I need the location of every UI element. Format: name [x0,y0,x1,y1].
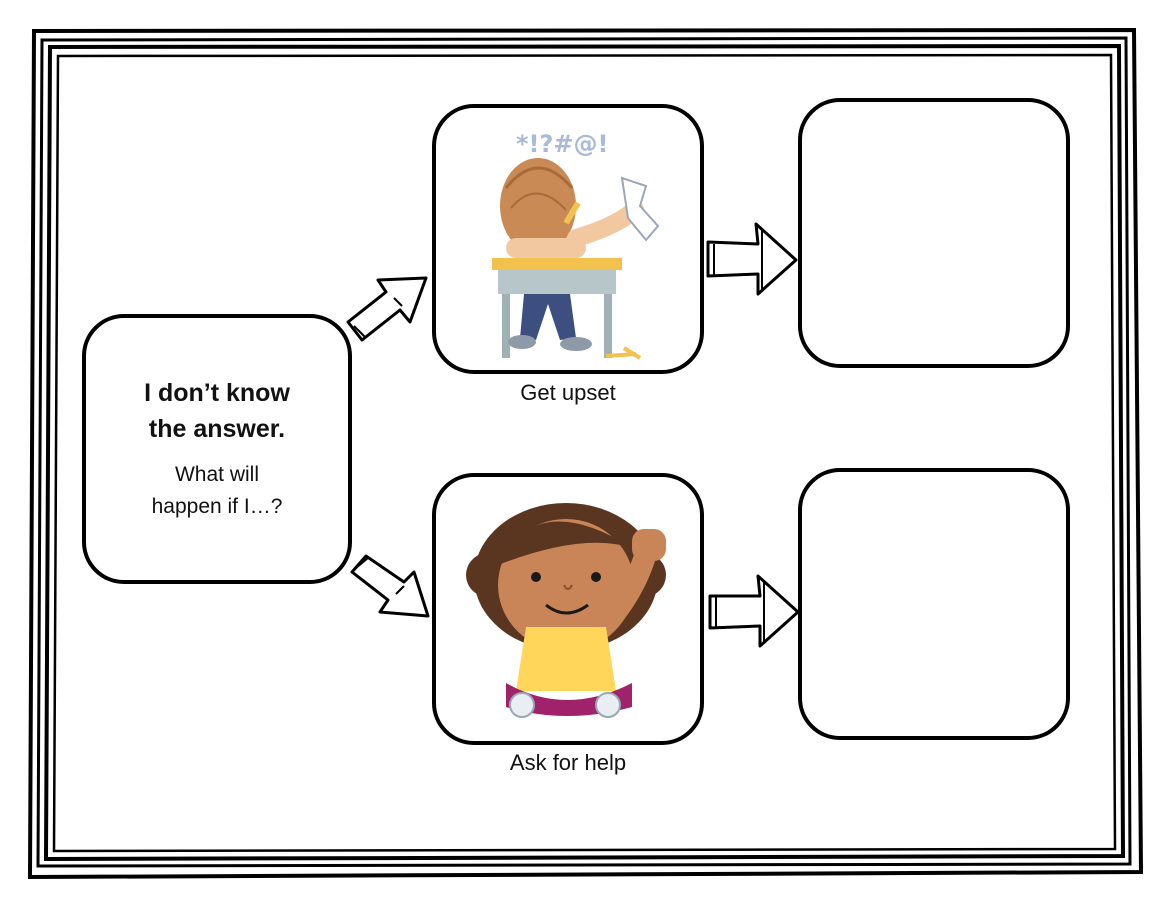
option-box-ask-for-help [432,473,704,745]
arrow-down-right-icon [350,554,430,618]
result-box-get-upset [798,98,1070,368]
option-box-get-upset: *!?#@! [432,104,704,374]
prompt-question-line-1: What will [174,463,259,486]
arrow-up-right-icon [346,276,428,342]
prompt-box: I don’t know the answer. What will happe… [82,314,352,584]
result-box-ask-for-help [798,468,1070,740]
prompt-question-line-2: happen if I…? [151,495,283,518]
caption-get-upset: Get upset [520,380,616,405]
frustrated-student-icon: *!?#@! [492,130,660,360]
arrow-right-bottom-icon [708,574,800,648]
prompt-title-line-2: the answer. [148,415,286,443]
arrow-right-top-icon [706,222,798,296]
prompt-question: What will happen if I…? [152,459,283,523]
prompt-title: I don’t know the answer. [144,375,290,447]
girl-raising-hand-icon [466,503,666,718]
caption-ask-for-help: Ask for help [509,750,627,775]
frustration-symbols: *!?#@! [516,130,608,158]
prompt-title-line-1: I don’t know [144,379,290,407]
